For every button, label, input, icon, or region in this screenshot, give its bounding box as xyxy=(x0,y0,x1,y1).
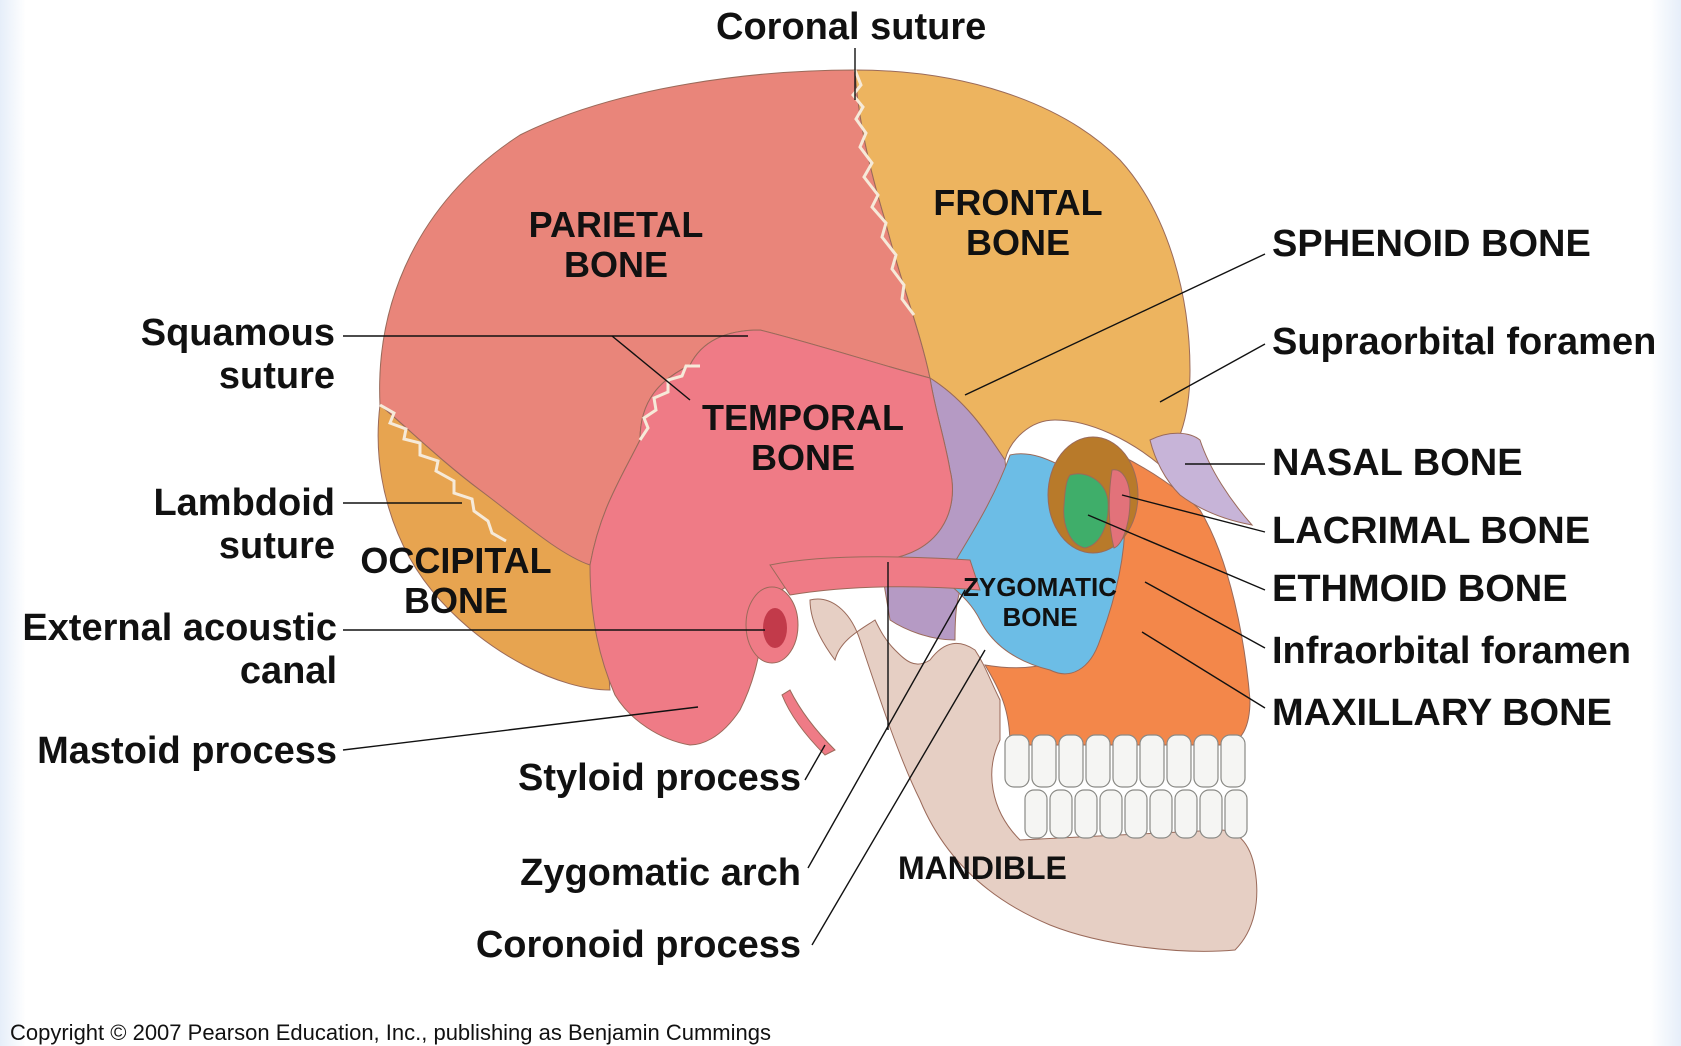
tooth xyxy=(1005,735,1029,787)
styloid-process-shape xyxy=(782,690,835,755)
zygomatic-bone-label: ZYGOMATIC BONE xyxy=(945,573,1135,633)
tooth xyxy=(1113,735,1137,787)
zygomatic-arch-label: Zygomatic arch xyxy=(480,852,801,895)
copyright-notice: Copyright © 2007 Pearson Education, Inc.… xyxy=(10,1020,771,1046)
supraorbital-foramen-label: Supraorbital foramen xyxy=(1272,321,1656,364)
frontal-bone-label: FRONTAL BONE xyxy=(905,183,1131,264)
external-acoustic-canal-label: External acoustic canal xyxy=(6,607,337,692)
tooth xyxy=(1086,735,1110,787)
tooth xyxy=(1050,790,1072,838)
tooth xyxy=(1025,790,1047,838)
tooth xyxy=(1059,735,1083,787)
lacrimal-bone-label: LACRIMAL BONE xyxy=(1272,510,1590,553)
lambdoid-suture-label: Lambdoid suture xyxy=(90,482,335,567)
tooth xyxy=(1032,735,1056,787)
ear-canal-inner xyxy=(763,608,787,648)
occipital-bone-label: OCCIPITAL BONE xyxy=(340,541,572,622)
tooth xyxy=(1167,735,1191,787)
tooth xyxy=(1221,735,1245,787)
parietal-bone-label: PARIETAL BONE xyxy=(500,205,732,286)
mandible-label: MANDIBLE xyxy=(898,851,1067,887)
tooth xyxy=(1150,790,1172,838)
coronoid-process-label: Coronoid process xyxy=(440,924,801,967)
tooth xyxy=(1194,735,1218,787)
tooth xyxy=(1125,790,1147,838)
tooth xyxy=(1075,790,1097,838)
lower-teeth xyxy=(1025,790,1247,838)
squamous-suture-label: Squamous suture xyxy=(90,312,335,397)
maxillary-bone-label: MAXILLARY BONE xyxy=(1272,692,1612,735)
ethmoid-bone-label: ETHMOID BONE xyxy=(1272,568,1568,611)
sphenoid-bone-label: SPHENOID BONE xyxy=(1272,223,1591,266)
tooth xyxy=(1225,790,1247,838)
temporal-bone-label: TEMPORAL BONE xyxy=(680,398,926,479)
tooth xyxy=(1175,790,1197,838)
tooth xyxy=(1200,790,1222,838)
infraorbital-foramen-label: Infraorbital foramen xyxy=(1272,630,1631,673)
coronal-suture-label: Coronal suture xyxy=(716,6,986,49)
mastoid-process-label: Mastoid process xyxy=(6,730,337,773)
tooth xyxy=(1100,790,1122,838)
tooth xyxy=(1140,735,1164,787)
styloid-process-label: Styloid process xyxy=(480,757,801,800)
nasal-bone-label: NASAL BONE xyxy=(1272,442,1523,485)
upper-teeth xyxy=(1005,735,1245,787)
